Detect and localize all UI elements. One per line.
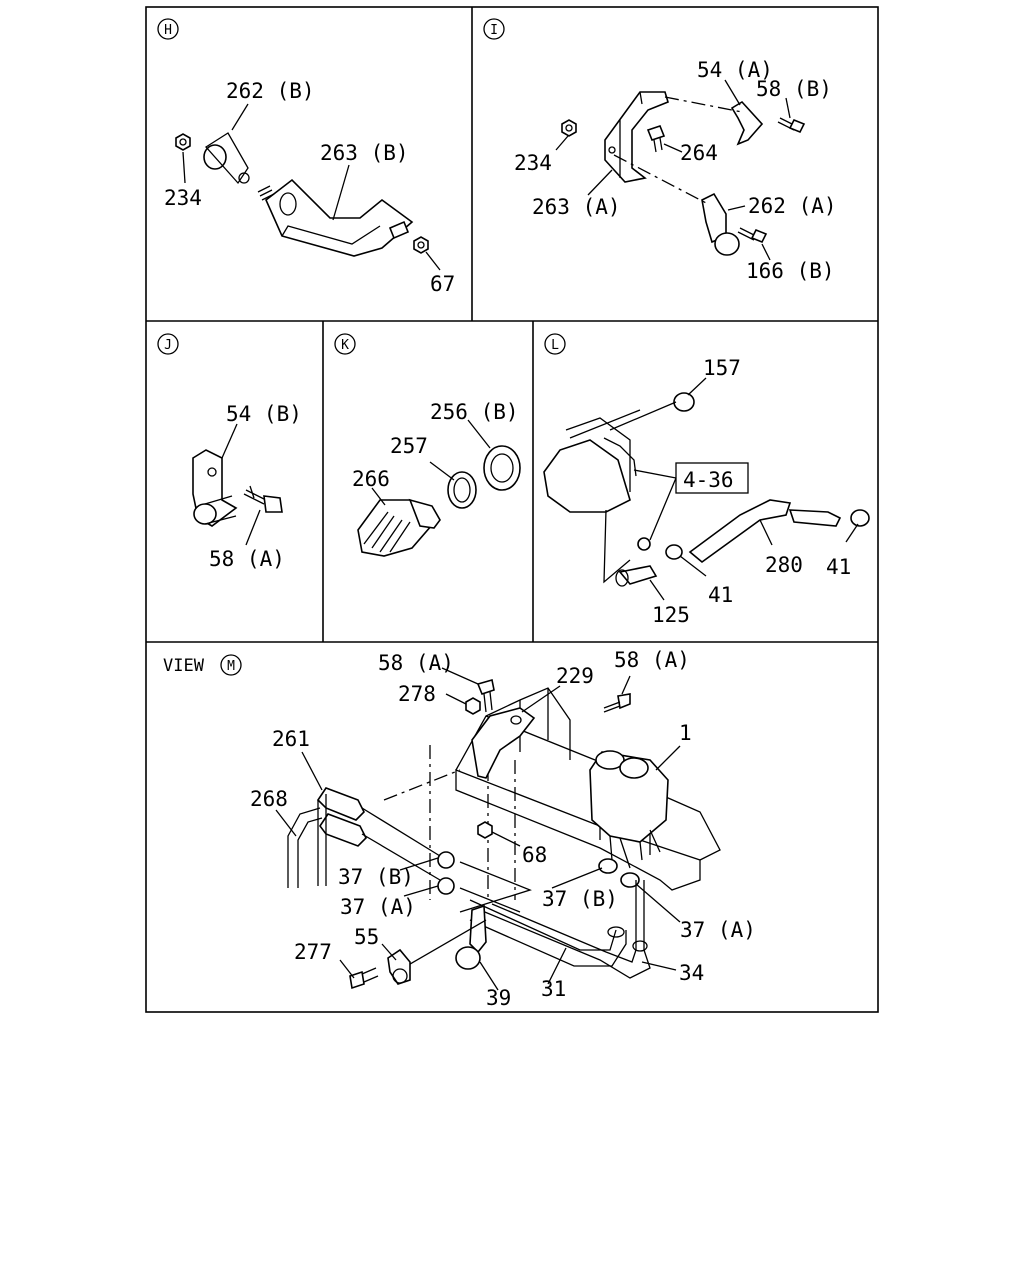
- panel-j: J 54 (B) 58 (A): [157, 333, 302, 571]
- nut-256b-part: [483, 445, 521, 491]
- svg-text:H: H: [164, 23, 172, 38]
- label-234-i: 234: [514, 151, 552, 175]
- stud-part: [257, 185, 410, 240]
- label-55: 55: [354, 925, 379, 949]
- nut-234-i-part: [561, 119, 577, 137]
- label-54b: 54 (B): [226, 402, 302, 426]
- view-title: VIEW M: [163, 654, 242, 676]
- label-37a-left: 37 (A): [340, 895, 416, 919]
- ring-157-part: [673, 392, 695, 412]
- label-37b-left: 37 (B): [338, 865, 414, 889]
- nipple-125-part: [615, 565, 658, 587]
- clamp-41-part: [665, 509, 870, 560]
- label-256b: 256 (B): [430, 400, 519, 424]
- bracket-263b-part: [265, 178, 414, 257]
- panel-letter-l: L: [544, 333, 566, 355]
- panel-letter-i: I: [483, 18, 505, 40]
- svg-text:VIEW: VIEW: [163, 656, 205, 676]
- label-54a: 54 (A): [697, 58, 773, 82]
- label-37a-right: 37 (A): [680, 918, 756, 942]
- ring-257-part: [447, 471, 477, 509]
- label-58a-j: 58 (A): [209, 547, 285, 571]
- panel-letter-j: J: [157, 333, 179, 355]
- clamp-55-part: [387, 948, 411, 985]
- svg-text:L: L: [551, 338, 559, 353]
- nut-68-part: [477, 821, 493, 839]
- nut-278-part: [465, 697, 481, 715]
- clamp-54b-part: [192, 449, 238, 527]
- label-58a-top: 58 (A): [378, 651, 454, 675]
- label-266: 266: [352, 467, 390, 491]
- fitting-266-part: [357, 498, 441, 557]
- clamp-54a-part: [730, 100, 764, 146]
- label-4-36: 4-36: [683, 468, 734, 492]
- pump-part: [543, 409, 641, 513]
- label-278: 278: [398, 682, 436, 706]
- panel-i: I: [483, 18, 837, 283]
- label-157: 157: [703, 356, 741, 380]
- label-39: 39: [486, 986, 511, 1010]
- reservoir-tank-1-part: [589, 750, 669, 869]
- label-37b-right: 37 (B): [542, 887, 618, 911]
- label-34: 34: [679, 961, 704, 985]
- bolt-l-part: [637, 537, 651, 551]
- bracket-229-part: [471, 707, 536, 779]
- label-1: 1: [679, 721, 692, 745]
- bolt-58a-j-part: [243, 485, 283, 513]
- label-166b: 166 (B): [746, 259, 835, 283]
- nut-234-part: [175, 133, 191, 151]
- label-229: 229: [556, 664, 594, 688]
- clamp-37a-left-part: [437, 877, 455, 895]
- label-58b: 58 (B): [756, 77, 832, 101]
- label-31: 31: [541, 977, 566, 1001]
- label-234-h: 234: [164, 186, 202, 210]
- bolt-58b-part: [777, 117, 806, 134]
- bolt-264-part: [646, 125, 666, 153]
- label-58a-right: 58 (A): [614, 648, 690, 672]
- panel-h: H 262 (: [157, 18, 455, 296]
- bracket-263a-part: [604, 91, 669, 183]
- clamp-39-part: [455, 904, 487, 970]
- panel-frames: [145, 6, 879, 1013]
- panel-letter-h: H: [157, 18, 179, 40]
- clamp-37a-right-part: [620, 872, 640, 888]
- panel-letter-k: K: [334, 333, 356, 355]
- panel-m: VIEW M: [163, 648, 756, 1010]
- hose-280-part: [688, 499, 842, 564]
- label-268: 268: [250, 787, 288, 811]
- svg-text:M: M: [227, 659, 235, 674]
- bolt-166b-part: [737, 227, 768, 244]
- label-125: 125: [652, 603, 690, 627]
- clamp-37b-left-part: [437, 851, 455, 869]
- bolt-58a-top-part: [476, 678, 495, 713]
- label-264: 264: [680, 141, 718, 165]
- svg-text:I: I: [490, 23, 498, 38]
- label-68: 68: [522, 843, 547, 867]
- label-263b: 263 (B): [320, 141, 409, 165]
- clamp-262a-part: [701, 192, 740, 256]
- label-277: 277: [294, 940, 332, 964]
- panel-l: L: [543, 333, 870, 627]
- svg-text:J: J: [164, 338, 172, 353]
- label-257: 257: [390, 434, 428, 458]
- pipe-268-part: [287, 807, 323, 888]
- clamp-262b-part: [203, 132, 250, 185]
- label-280: 280: [765, 553, 803, 577]
- svg-text:K: K: [341, 338, 349, 353]
- bolt-277-part: [349, 967, 379, 990]
- label-261: 261: [272, 727, 310, 751]
- nut-67-part: [413, 236, 429, 254]
- label-262b: 262 (B): [226, 79, 315, 103]
- hose-261-part: [316, 787, 367, 886]
- label-41-right: 41: [826, 555, 851, 579]
- label-41-left: 41: [708, 583, 733, 607]
- label-262a: 262 (A): [748, 194, 837, 218]
- bolt-58a-right-part: [603, 693, 631, 713]
- clamp-37b-right-part: [598, 858, 618, 874]
- pipe-31-part: [459, 861, 627, 967]
- label-67: 67: [430, 272, 455, 296]
- panel-k: K 256 (B) 257 266: [334, 333, 521, 557]
- label-263a: 263 (A): [532, 195, 621, 219]
